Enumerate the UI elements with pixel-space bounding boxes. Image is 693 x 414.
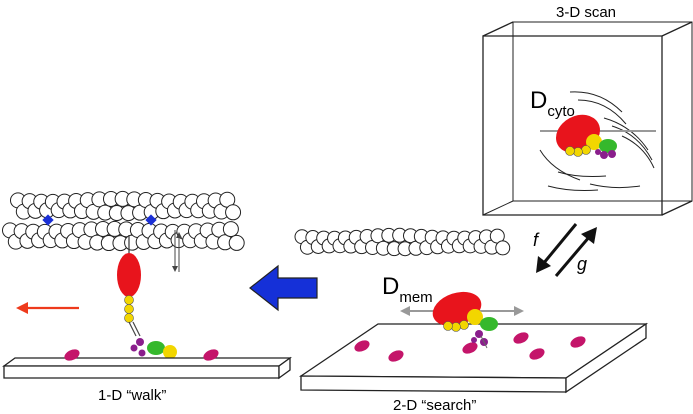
actin-subunit <box>225 204 242 221</box>
actin-filament-middle <box>294 227 511 257</box>
membrane-track-1d <box>2 356 292 380</box>
transition-arrow-icon <box>249 264 318 312</box>
rate-arrows <box>536 223 597 277</box>
myosin-cytoplasm <box>556 114 617 159</box>
label-3d-scan: 3-D scan <box>556 4 616 21</box>
membrane-proteins-2d <box>354 332 586 362</box>
membrane-plate-2d <box>298 322 649 394</box>
label-d-cyto: Dcyto <box>530 87 575 120</box>
crosslinker-dot <box>145 214 157 226</box>
myosin-walking <box>117 230 182 359</box>
label-d-mem: Dmem <box>382 273 433 306</box>
label-2d-search: 2-D “search” <box>393 397 476 414</box>
membrane-proteins-1d <box>64 349 219 361</box>
actin-subunit <box>228 234 245 251</box>
actin-subunit <box>495 240 511 256</box>
actin-bundle <box>2 190 245 252</box>
myosin-membrane <box>432 291 498 349</box>
label-rate-f: f <box>533 230 540 250</box>
crosslinker-dot <box>42 214 54 226</box>
walk-direction-arrow-icon <box>16 302 79 314</box>
label-1d-walk: 1-D “walk” <box>98 387 166 404</box>
mem-axis-right-head <box>514 306 524 316</box>
label-rate-g: g <box>577 254 587 274</box>
cytoplasm-cube <box>482 21 693 216</box>
actin-subunit <box>222 221 239 238</box>
mem-axis-left-head <box>400 306 410 316</box>
